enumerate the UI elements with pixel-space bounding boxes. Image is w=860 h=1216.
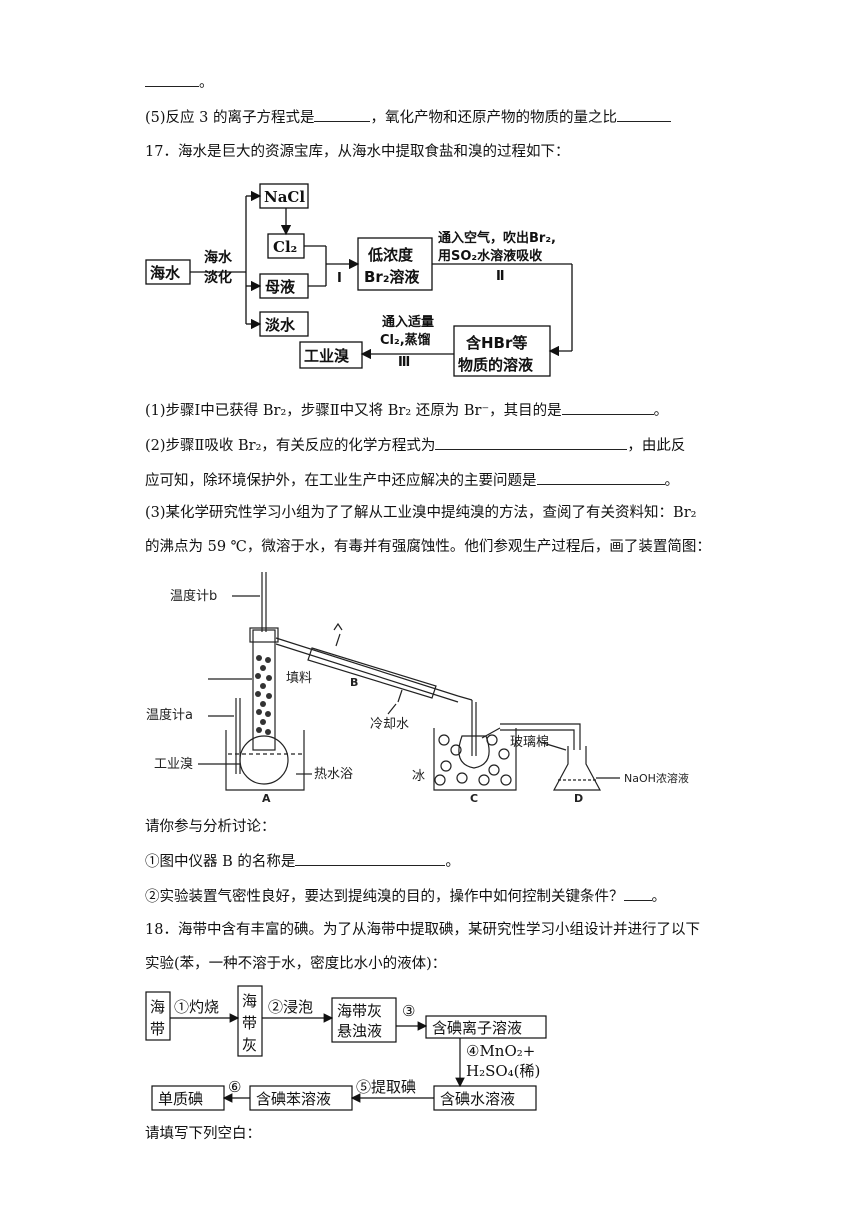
label-low-br2-2: Br₂溶液 [364,268,420,286]
answer-blank[interactable] [295,851,446,866]
label-step-soak: ②浸泡 [268,998,313,1016]
label-step-6: ⑥ [228,1078,241,1096]
question-18-title: 18．海带中含有丰富的碘。为了从海带中提取碘，某研究性学习小组设计并进行了以下 [145,922,700,938]
label-naoh-solution: NaOH浓溶液 [624,771,689,785]
label-step-burn: ①灼烧 [174,998,219,1016]
label-ash-3: 灰 [242,1036,257,1054]
label-step-2: Ⅱ [496,269,505,284]
answer-blank[interactable] [435,435,628,450]
label-iodide-solution: 含碘离子溶液 [432,1019,522,1037]
label-hbr-2: 物质的溶液 [458,356,534,374]
label-a: A [262,792,271,805]
seawater-bromine-flow-diagram: 海水 海水 淡化 NaCl Cl₂ 母液 淡水 Ⅰ 低浓度 Br₂溶液 通入空气… [145,183,573,377]
ice-pieces [434,734,512,786]
label-thermometer-a: 温度计a [146,707,193,723]
kelp-iodine-flow-diagram: 海 带 ①灼烧 海 带 灰 ②浸泡 海带灰 悬浊液 ③ 含碘离子溶液 ④MnO₂… [145,985,547,1111]
label-cond2-b: 用SO₂水溶液吸收 [437,248,543,264]
question-17-1: (1)步骤Ⅰ中已获得 Br₂，步骤Ⅱ中又将 Br₂ 还原为 Br⁻，其目的是。 [145,400,668,421]
label-desal-1: 海水 [204,249,233,266]
label-step-4b: H₂SO₄(稀) [466,1062,540,1080]
label-desal-2: 淡化 [204,269,232,286]
label-step-extract: ⑤提取碘 [356,1078,416,1096]
label-suspension-2: 悬浊液 [337,1022,382,1040]
label-thermometer-b: 温度计b [170,588,217,604]
question-5-line: (5)反应 3 的离子方程式是，氧化产物和还原产物的物质的量之比 [145,107,671,128]
label-fresh: 淡水 [265,316,296,334]
label-glass-wool: 玻璃棉 [510,735,549,750]
label-iodine-water: 含碘水溶液 [440,1090,515,1108]
question-17-title: 17．海水是巨大的资源宝库，从海水中提取食盐和溴的过程如下： [145,144,570,160]
label-iodine-benzene: 含碘苯溶液 [256,1090,331,1108]
label-ash-2: 带 [242,1014,257,1032]
line-continuation: 。 [145,72,214,93]
label-cl2: Cl₂ [273,238,297,256]
box-kelp [145,991,171,1041]
packing-material [255,655,272,735]
question-17-3-1: ①图中仪器 B 的名称是。 [145,851,460,872]
label-nacl: NaCl [264,188,305,206]
label-cooling-water: 冷却水 [370,717,409,732]
question-17-3: (3)某化学研究性学习小组为了了解从工业溴中提纯溴的方法，查阅了有关资料知：Br… [145,505,697,521]
label-d: D [574,792,583,805]
answer-blank[interactable] [314,107,371,122]
label-low-br2-1: 低浓度 [367,246,414,264]
label-mother: 母液 [265,278,296,296]
label-kelp-1: 海 [150,998,165,1016]
question-17-3-cont: 的沸点为 59 ℃，微溶于水，有毒并有强腐蚀性。他们参观生产过程后，画了装置简图… [145,539,711,555]
label-seawater: 海水 [150,264,181,282]
label-ice: 冰 [412,769,425,784]
label-cond2-a: 通入空气，吹出Br₂, [438,230,556,246]
label-c: C [470,792,478,805]
discussion-intro: 请你参与分析讨论： [145,819,276,835]
fill-in-instruction: 请填写下列空白： [145,1126,261,1142]
label-condenser-b: B [350,676,358,689]
label-hbr-1: 含HBr等 [466,334,527,352]
label-industrial-bromine-flask: 工业溴 [154,757,193,772]
label-step-3: Ⅲ [398,355,410,370]
question-17-2-cont: 应可知，除环境保护外，在工业生产中还应解决的主要问题是。 [145,470,679,491]
answer-blank[interactable] [623,886,652,901]
question-18-title-cont: 实验(苯，一种不溶于水，密度比水小的液体)： [145,956,447,972]
label-hot-water-bath: 热水浴 [314,767,353,782]
label-packing: 填料 [286,671,312,686]
label-kelp-2: 带 [150,1020,165,1038]
answer-blank[interactable] [536,470,665,485]
label-suspension-1: 海带灰 [337,1002,382,1020]
bromine-purification-apparatus: 温度计b 填料 B 冷却水 温度计a 工业溴 热水浴 冰 玻璃棉 NaOH浓溶液… [146,572,689,805]
answer-blank[interactable] [561,400,654,415]
label-step-3: ③ [402,1002,415,1020]
label-step-4a: ④MnO₂+ [466,1042,535,1060]
label-elemental-iodine: 单质碘 [158,1090,203,1108]
question-17-2: (2)步骤Ⅱ吸收 Br₂，有关反应的化学方程式为，由此反 [145,435,685,456]
answer-blank[interactable] [145,72,199,87]
label-cond3-a: 通入适量 [382,314,434,330]
answer-blank[interactable] [616,107,671,122]
question-17-3-2: ②实验装置气密性良好，要达到提纯溴的目的，操作中如何控制关键条件？。 [145,886,666,907]
label-step-1: Ⅰ [337,271,342,286]
label-ash-1: 海 [242,992,257,1010]
label-cond3-b: Cl₂,蒸馏 [380,332,431,348]
label-industrial-bromine: 工业溴 [304,347,350,365]
